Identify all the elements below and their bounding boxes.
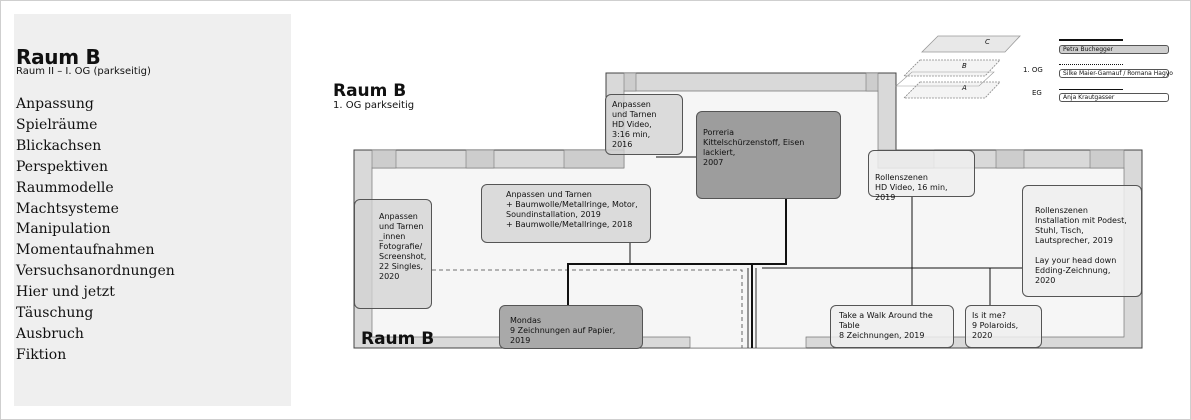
legend-floor-b: B: [962, 62, 967, 70]
nav-item-spielraeume[interactable]: Spielräume: [16, 116, 98, 133]
work-label: Is it me? 9 Polaroids, 2020: [972, 311, 1019, 340]
plan-dashed-line: [432, 269, 743, 348]
legend-floor-a: A: [962, 84, 967, 92]
legend-line-thin: [1059, 89, 1123, 90]
nav-item-machtsysteme[interactable]: Machtsysteme: [16, 200, 119, 217]
nav-item-hier-und-jetzt[interactable]: Hier und jetzt: [16, 284, 115, 301]
plan-window: [865, 72, 879, 92]
work-rollenszenen-video[interactable]: Rollenszenen HD Video, 16 min, 2019: [868, 150, 975, 202]
sidebar-subtitle: Raum II – I. OG (parkseitig): [16, 66, 151, 77]
work-anpassen-video[interactable]: Anpassen und Tarnen HD Video, 3:16 min, …: [605, 94, 683, 155]
nav-item-anpassung[interactable]: Anpassung: [16, 96, 94, 112]
plan-subtitle: 1. OG parkseitig: [333, 100, 415, 111]
nav-item-blickachsen[interactable]: Blickachsen: [16, 137, 102, 154]
work-anpassen-installation[interactable]: Anpassen und Tarnen + Baumwolle/Metallri…: [481, 184, 651, 243]
work-anpassen-innen[interactable]: Anpassen und Tarnen _innen Fotografie/ S…: [354, 199, 432, 309]
legend-level-eg: EG: [1032, 89, 1042, 97]
legend-name-3: Anja Krautgasser: [1059, 93, 1169, 102]
legend-floor-c-shape: [921, 35, 1021, 53]
work-rollenszenen-installation[interactable]: Rollenszenen Installation mit Podest, St…: [1022, 185, 1142, 297]
plan-window: [1089, 149, 1125, 169]
legend-floor-a-shape: [903, 81, 1001, 99]
sidebar-nav: Anpassung Spielräume Blickachsen Perspek…: [16, 94, 175, 366]
nav-item-ausbruch[interactable]: Ausbruch: [16, 325, 84, 342]
legend-floor-b-shape: [903, 59, 1001, 77]
work-label: Anpassen und Tarnen _innen Fotografie/ S…: [379, 212, 427, 281]
legend-name-2: Silke Maier-Gamauf / Romana Hagyo: [1059, 69, 1173, 78]
sidebar-title: Raum B: [16, 45, 101, 69]
work-is-it-me[interactable]: Is it me? 9 Polaroids, 2020: [965, 305, 1042, 348]
nav-item-fiktion[interactable]: Fiktion: [16, 346, 67, 363]
work-take-a-walk[interactable]: Take a Walk Around the Table 8 Zeichnung…: [830, 305, 954, 348]
legend-name-1: Petra Buchegger: [1059, 45, 1169, 54]
work-label: Anpassen und Tarnen HD Video, 3:16 min, …: [612, 100, 657, 149]
plan-title: Raum B: [333, 81, 407, 101]
nav-item-raummodelle[interactable]: Raummodelle: [16, 179, 114, 196]
work-label: Take a Walk Around the Table 8 Zeichnung…: [839, 311, 933, 340]
work-porreria[interactable]: Porreria Kittelschürzenstoff, Eisen lack…: [696, 111, 841, 199]
nav-item-versuchsanordnungen[interactable]: Versuchsanordnungen: [16, 263, 175, 280]
legend-line-solid: [1059, 39, 1123, 41]
work-mondas[interactable]: Mondas 9 Zeichnungen auf Papier, 2019: [499, 305, 643, 349]
plan-window: [623, 72, 637, 92]
work-label: Rollenszenen HD Video, 16 min, 2019: [875, 173, 948, 202]
sidebar-panel: [14, 14, 291, 406]
nav-item-momentaufnahmen[interactable]: Momentaufnahmen: [16, 242, 155, 259]
legend-floor-shadow: [895, 71, 995, 87]
plan-window: [371, 149, 397, 169]
work-label: Rollenszenen Installation mit Podest, St…: [1035, 206, 1127, 285]
connector-main: [567, 199, 787, 305]
work-label: Porreria Kittelschürzenstoff, Eisen lack…: [703, 128, 805, 167]
legend-line-dotted: [1059, 64, 1123, 65]
plan-footer-title: Raum B: [361, 329, 435, 349]
plan-window: [465, 149, 495, 169]
nav-item-manipulation[interactable]: Manipulation: [16, 221, 111, 238]
legend-floor-c: C: [985, 38, 990, 46]
legend-level-1og: 1. OG: [1023, 66, 1043, 74]
plan-window: [995, 149, 1025, 169]
work-label: Mondas 9 Zeichnungen auf Papier, 2019: [510, 316, 616, 345]
work-label: Anpassen und Tarnen + Baumwolle/Metallri…: [506, 190, 638, 229]
nav-item-perspektiven[interactable]: Perspektiven: [16, 158, 108, 175]
nav-item-taeuschung[interactable]: Täuschung: [16, 305, 94, 322]
